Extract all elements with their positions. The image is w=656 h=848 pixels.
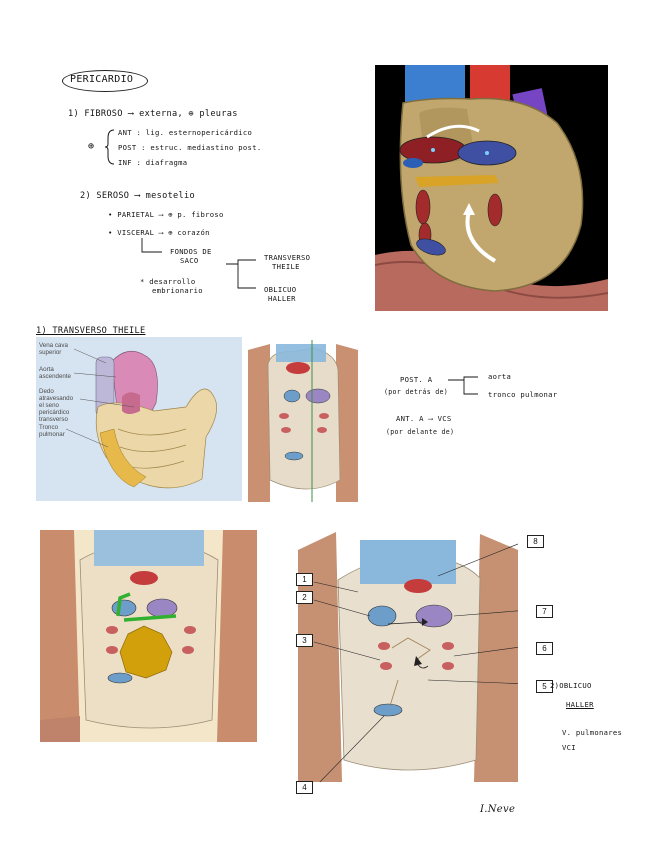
seroso-oblicuo-1: OBLICUO (264, 285, 297, 294)
seroso-fondos-2: SACO (180, 256, 199, 265)
post-a-sub: (por detrás de) (384, 388, 449, 396)
diagram-number-3: 3 (296, 634, 313, 647)
seroso-oblicuo-2: HALLER (268, 294, 296, 303)
vci: VCI (562, 743, 576, 752)
hand-sinus-figure (36, 337, 242, 501)
oblique-sinus-drawing (40, 530, 257, 742)
seroso-parietal: • PARIETAL ⟶ ⊕ p. fibroso (108, 210, 224, 219)
seroso-transverso-1: TRANSVERSO (264, 253, 311, 262)
diagram-number-1: 1 (296, 573, 313, 586)
hand-label-0: Vena cava superior (39, 342, 68, 356)
oblique-sinus-figure (40, 530, 257, 742)
oblicuo-heading-2: HALLER (566, 700, 594, 709)
title: PERICARDIO (70, 74, 134, 85)
seroso-desarrollo-1: * desarrollo (140, 277, 196, 286)
fibroso-brace (104, 129, 115, 165)
seroso-desarrollo-2: embrionario (152, 286, 203, 295)
seroso-fondos-1: FONDOS DE (170, 247, 212, 256)
pericardial-cavity-drawing (248, 340, 358, 502)
oblicuo-heading-1: 2)OBLICUO (550, 681, 592, 690)
diagram-number-7: 7 (536, 605, 553, 618)
diagram-number-6: 6 (536, 642, 553, 655)
heart-drawing (375, 65, 608, 311)
fibroso-post: POST : estruc. mediastino post. (118, 143, 262, 152)
ant-a-sub: (por delante de) (386, 428, 455, 436)
diagram-number-4: 4 (296, 781, 313, 794)
diagram-number-2: 2 (296, 591, 313, 604)
title-oval (62, 70, 148, 92)
v-pulmonares: V. pulmonares (562, 728, 623, 737)
hand-label-1: Aorta ascendente (39, 366, 71, 380)
fibroso-brace-symbol: ⊕ (88, 141, 95, 152)
seroso-visceral: • VISCERAL ⟶ ⊕ corazón (108, 228, 210, 237)
signature: I.Neve (480, 804, 516, 815)
fondos-branch (226, 259, 256, 289)
visceral-connector (141, 238, 162, 253)
transverso-heading: 1) TRANSVERSO THEILE (36, 326, 146, 336)
hand-sinus-drawing (65, 348, 217, 489)
hand-label-2: Dedo atravesando el seno pericárdico tra… (39, 388, 74, 423)
fibroso-line: 1) FIBROSO ⟶ externa, ⊕ pleuras (68, 109, 238, 119)
post-a-branch (448, 376, 478, 395)
fibroso-ant: ANT : lig. esternopericárdico (118, 128, 253, 137)
heart-posterior-figure (375, 65, 608, 311)
diagram-number-8: 8 (527, 535, 544, 548)
numbered-pericardium-drawing (298, 532, 518, 782)
diagram-number-5: 5 (536, 680, 553, 693)
seroso-line: 2) SEROSO ⟶ mesotelio (80, 191, 195, 201)
hand-label-3: Tronco pulmonar (39, 424, 65, 438)
seroso-transverso-2: THEILE (272, 262, 300, 271)
post-a-aorta: aorta (488, 372, 512, 381)
pericardial-cavity-figure (248, 340, 358, 502)
post-a: POST. A (400, 375, 433, 384)
post-a-tronco: tronco pulmonar (488, 390, 558, 399)
fibroso-inf: INF : diafragma (118, 158, 188, 167)
numbered-pericardium-figure (298, 520, 518, 782)
ant-a: ANT. A ⟶ VCS (396, 414, 452, 423)
